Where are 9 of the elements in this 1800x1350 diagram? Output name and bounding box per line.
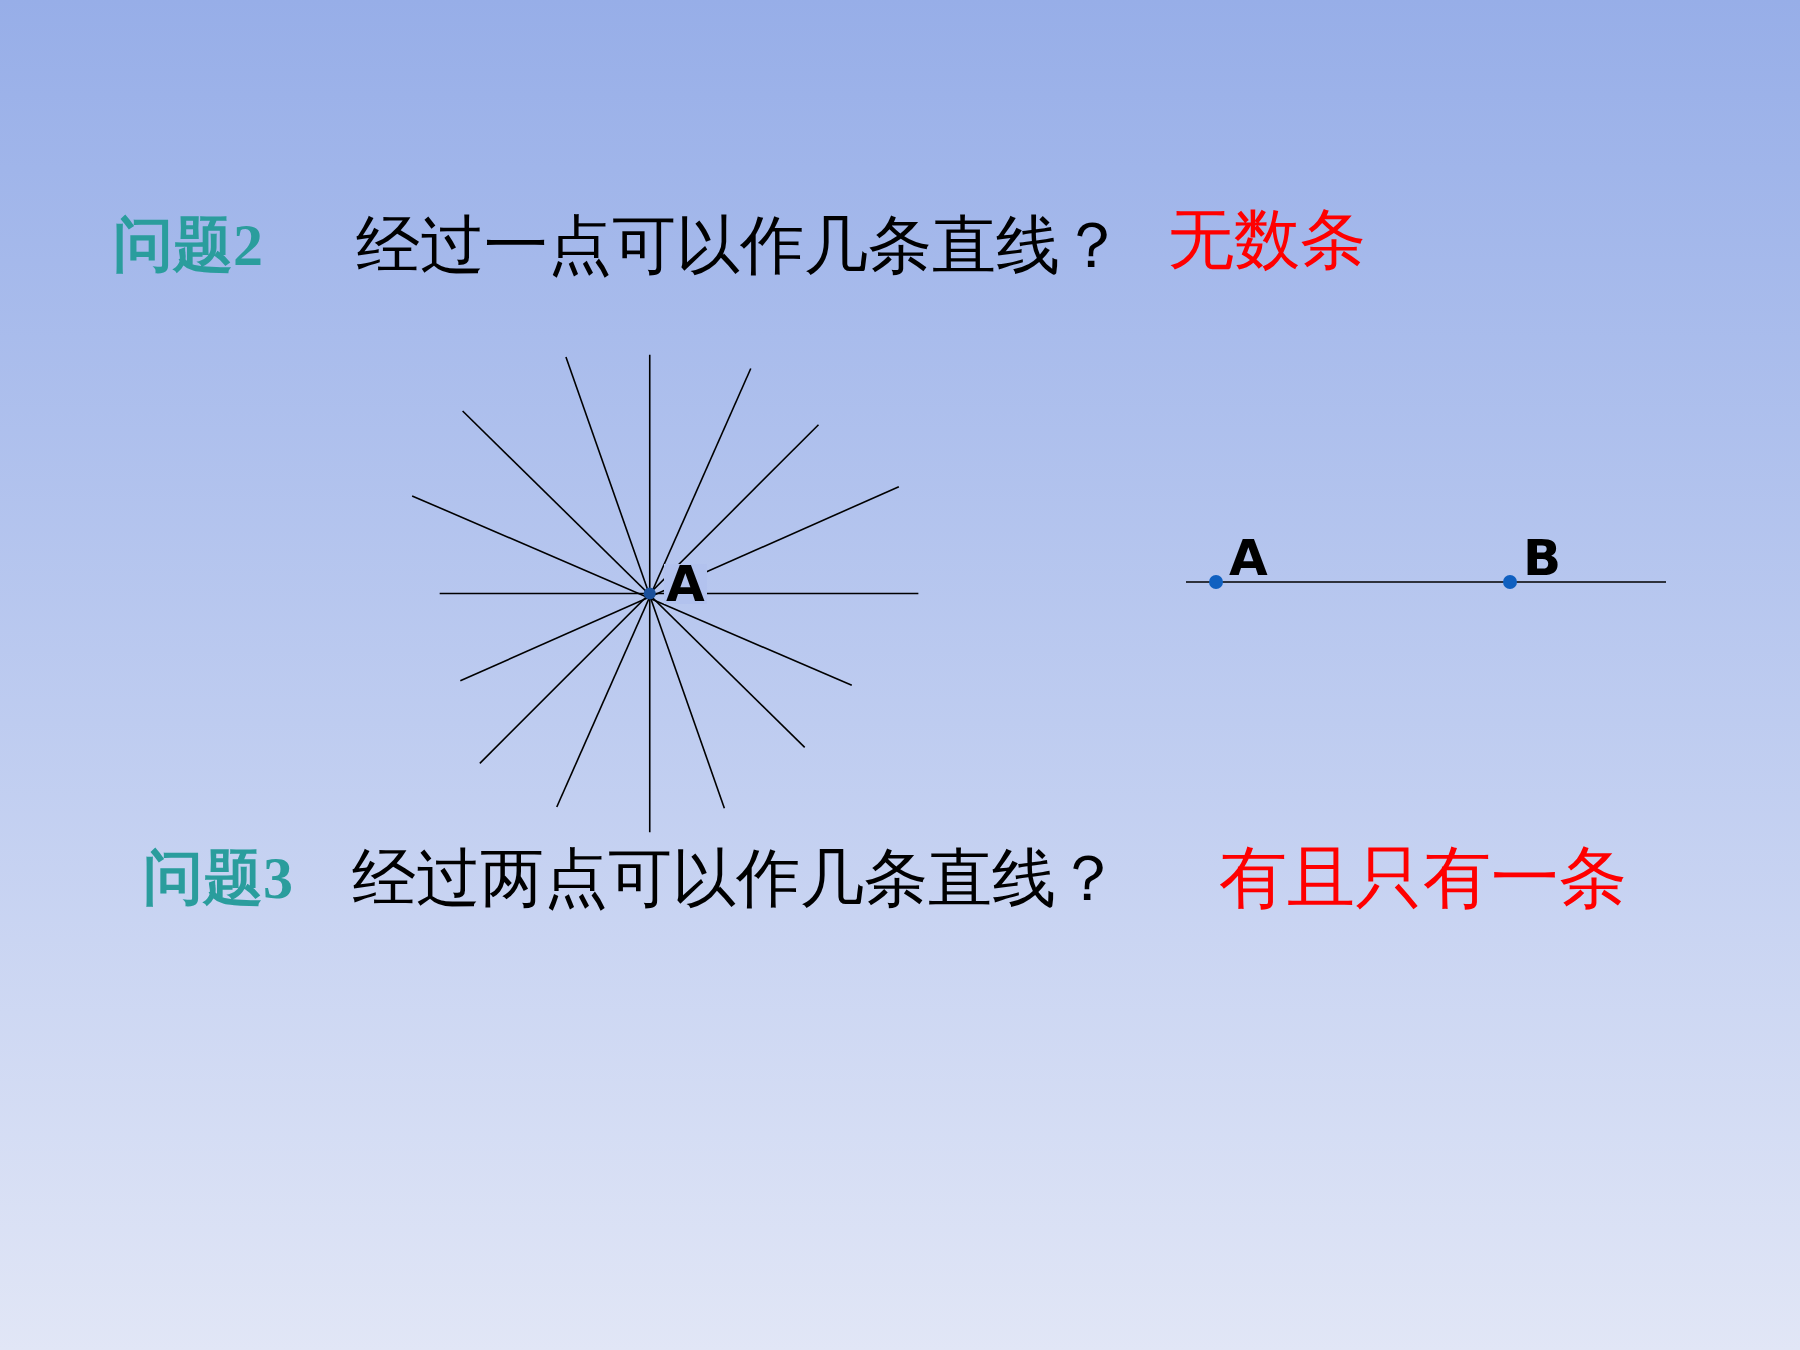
point-label: B — [1523, 538, 1562, 578]
question-number: 问题3 — [143, 848, 293, 908]
point-label: A — [1229, 538, 1268, 578]
point-label: A — [664, 564, 707, 604]
question-text: 经过一点可以作几条直线？ — [356, 213, 1124, 277]
question-text: 经过两点可以作几条直线？ — [352, 846, 1120, 910]
question-number: 问题2 — [113, 215, 263, 275]
answer-text: 有且只有一条 — [1219, 844, 1627, 912]
answer-text: 无数条 — [1168, 207, 1366, 273]
